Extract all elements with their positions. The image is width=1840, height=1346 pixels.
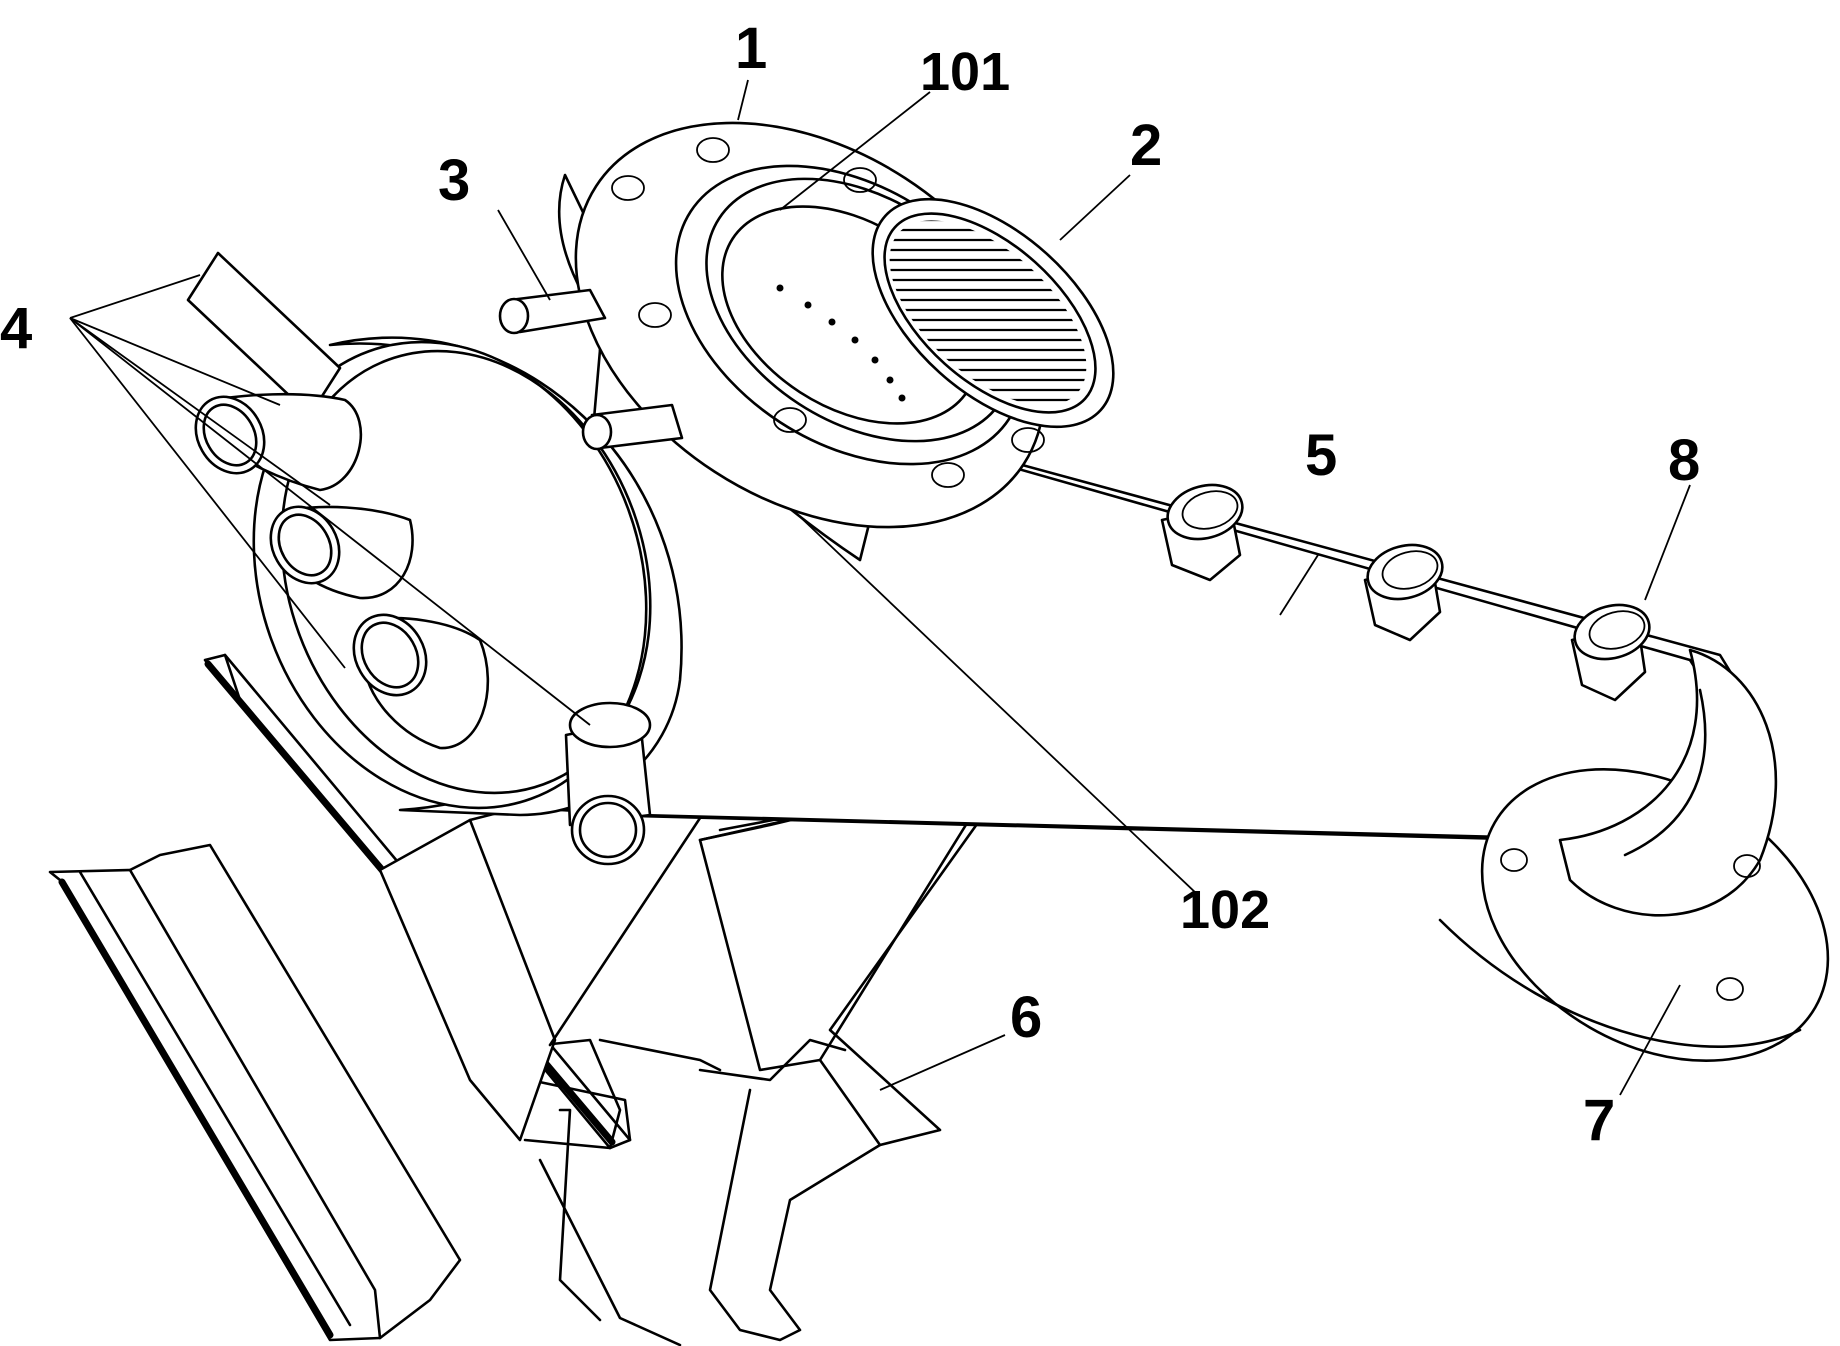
label-3: 3 xyxy=(438,148,470,213)
filter-screen xyxy=(860,197,1119,429)
label-5: 5 xyxy=(1305,423,1337,488)
sensor-ports xyxy=(1160,483,1651,702)
part-labels: 1 101 2 3 4 5 8 102 6 7 xyxy=(0,16,1700,1153)
label-1: 1 xyxy=(735,16,767,81)
label-2: 2 xyxy=(1130,113,1162,178)
label-4: 4 xyxy=(0,296,32,361)
label-102: 102 xyxy=(1180,880,1270,940)
leader-lines xyxy=(69,79,1691,1096)
outlet-flange xyxy=(1438,648,1830,1063)
label-6: 6 xyxy=(1010,985,1042,1050)
label-101: 101 xyxy=(920,42,1010,102)
inlet-nozzles xyxy=(186,251,490,750)
connector-pipes xyxy=(498,288,684,866)
label-8: 8 xyxy=(1668,428,1700,493)
label-7: 7 xyxy=(1583,1088,1615,1153)
